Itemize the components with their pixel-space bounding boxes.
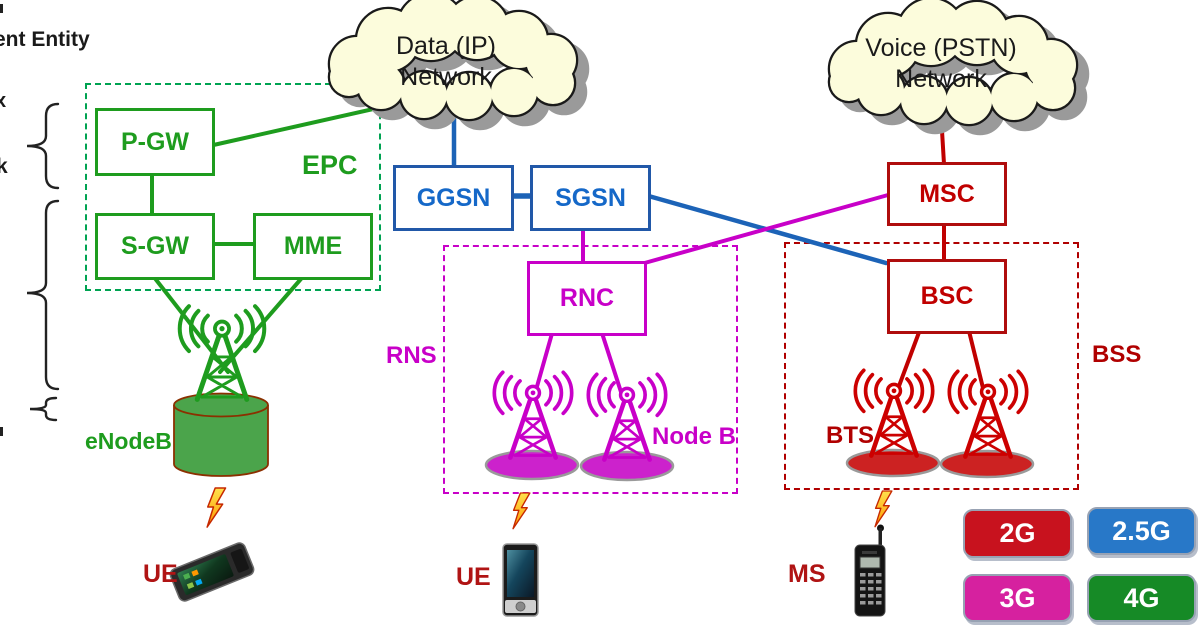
bss-group-label: BSS: [1092, 341, 1142, 368]
rnc-node: RNC: [527, 261, 647, 336]
data-cloud-line2: Network: [400, 63, 492, 91]
legend-3g-label: 3G: [999, 582, 1036, 613]
ue-umts-label: UE: [456, 563, 491, 591]
bss-group-frame: [784, 242, 1079, 490]
pgw-node: P-GW: [95, 108, 215, 176]
truncated-letter-k: k: [0, 155, 8, 178]
link-voicecloud-msc: [939, 112, 946, 166]
lte-air-interface-bolt-icon: [206, 487, 227, 528]
ms-gsm-label: MS: [788, 560, 826, 588]
ue-smartphone-lte: [169, 542, 255, 602]
bsc-label: BSC: [920, 282, 974, 310]
data-cloud-line1: Data (IP): [395, 32, 497, 60]
legend-badge-2-5g: 2.5G: [1087, 507, 1196, 555]
voice-cloud-line1: Voice (PSTN): [865, 34, 1017, 62]
sgw-node: S-GW: [95, 213, 215, 280]
msc-node: MSC: [887, 162, 1007, 226]
ue-smartphone-umts: [502, 543, 539, 617]
left-margin-braces: [26, 102, 60, 422]
gsm-air-interface-bolt-icon: [874, 490, 893, 528]
ggsn-label: GGSN: [416, 183, 491, 212]
brace-3: [29, 396, 58, 422]
enodeb-cylinder: [173, 392, 269, 477]
ms-cellphone-gsm: [854, 524, 886, 617]
enodeb-tower-icon: [180, 306, 265, 399]
legend-2g-label: 2G: [999, 518, 1036, 548]
voice-cloud-line2: Network: [895, 65, 987, 93]
nodeb-label: Node B: [652, 423, 736, 450]
brace-1: [26, 102, 60, 190]
legend-badge-3g: 3G: [963, 574, 1072, 622]
bsc-node: BSC: [887, 259, 1007, 334]
msc-label: MSC: [919, 179, 975, 208]
enodeb-label: eNodeB: [85, 428, 172, 454]
rns-group-frame: [443, 245, 738, 494]
truncated-mark-bottom: [0, 427, 3, 436]
rnc-label: RNC: [559, 284, 615, 312]
truncated-entity-text: ent Entity: [0, 28, 90, 51]
epc-group-label: EPC: [302, 150, 358, 180]
truncated-mark-top: [0, 4, 3, 13]
legend-badge-2g: 2G: [963, 509, 1072, 558]
mme-node: MME: [253, 213, 373, 280]
legend-4g-label: 4G: [1123, 582, 1160, 613]
umts-air-interface-bolt-icon: [512, 492, 531, 530]
voice-cloud-label: Voice (PSTN) Network: [851, 33, 1031, 95]
brace-2: [26, 199, 60, 391]
bts-label: BTS: [826, 422, 874, 449]
pgw-label: P-GW: [120, 127, 190, 156]
ue-lte-label: UE: [143, 560, 178, 588]
data-cloud-label: Data (IP) Network: [361, 31, 531, 93]
mme-label: MME: [283, 232, 343, 260]
ggsn-node: GGSN: [393, 165, 514, 231]
truncated-letter-x: x: [0, 90, 7, 112]
legend-2-5g-label: 2.5G: [1112, 515, 1171, 546]
sgw-label: S-GW: [120, 232, 190, 260]
sgsn-node: SGSN: [530, 165, 651, 231]
rns-group-label: RNS: [386, 342, 437, 369]
sgsn-label: SGSN: [555, 183, 626, 212]
legend-badge-4g: 4G: [1087, 574, 1196, 622]
blue-connectors: [451, 105, 889, 266]
